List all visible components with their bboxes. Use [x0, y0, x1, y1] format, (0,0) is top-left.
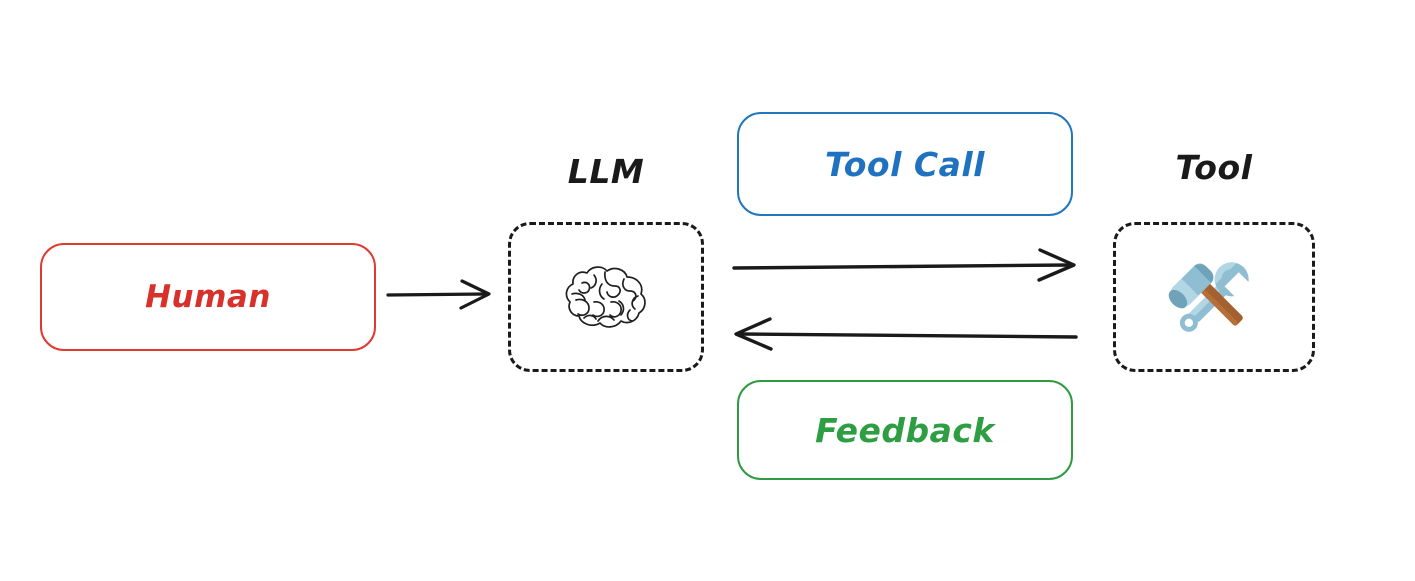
node-tool-call[interactable]: Tool Call	[737, 112, 1073, 216]
hammer-and-wrench-icon	[1162, 245, 1266, 349]
node-feedback-label: Feedback	[815, 410, 995, 450]
node-tool-call-label: Tool Call	[824, 144, 985, 184]
node-human-label: Human	[145, 279, 271, 315]
node-human[interactable]: Human	[40, 243, 376, 351]
node-tool[interactable]	[1113, 222, 1315, 372]
edge-human-to-llm	[386, 279, 491, 310]
node-llm[interactable]	[508, 222, 704, 372]
edge-llm-to-tool	[732, 248, 1076, 282]
edge-tool-to-llm	[734, 317, 1078, 351]
node-feedback[interactable]: Feedback	[737, 380, 1073, 480]
node-tool-caption: Tool	[1175, 148, 1253, 187]
node-llm-caption: LLM	[567, 152, 645, 191]
brain-icon	[558, 258, 654, 336]
